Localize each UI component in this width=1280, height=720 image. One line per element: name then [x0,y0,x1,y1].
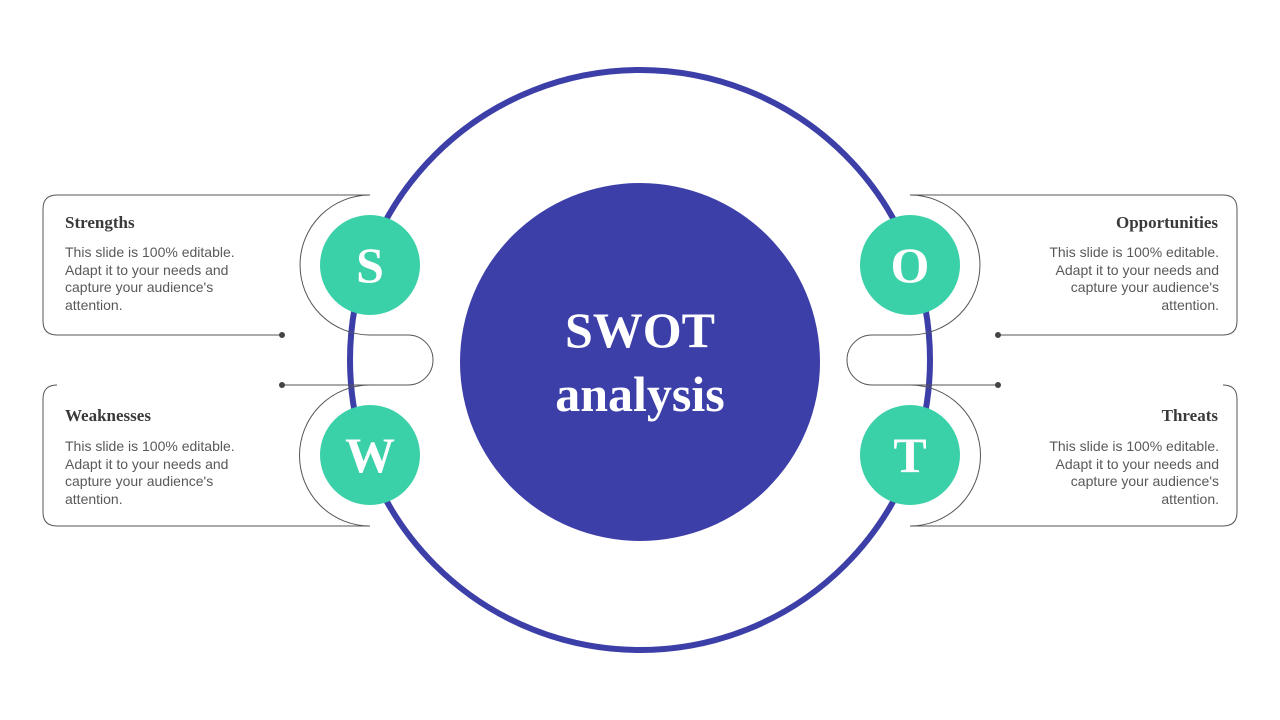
threats-badge-letter: T [893,427,927,483]
center-circle [460,183,820,541]
weaknesses-connector-dot [279,382,285,388]
threats-badge [860,405,960,505]
weaknesses-badge [320,405,420,505]
weaknesses-badge-letter: W [345,427,395,483]
strengths-text: This slide is 100% editable. Adapt it to… [65,244,235,313]
left-card-outline [42,194,434,527]
opportunities-connector-dot [995,332,1001,338]
strengths-title: Strengths [65,213,135,232]
threats-text: This slide is 100% editable. Adapt it to… [1049,438,1219,507]
opportunities-badge [860,215,960,315]
strengths-connector-dot [279,332,285,338]
opportunities-text: This slide is 100% editable. Adapt it to… [1049,244,1219,313]
opportunities-badge-letter: O [890,237,930,293]
right-card-outline [846,194,1238,527]
center-title-line2: analysis [555,366,725,422]
weaknesses-text: This slide is 100% editable. Adapt it to… [65,438,235,507]
strengths-badge-letter: S [356,237,384,293]
opportunities-title: Opportunities [1115,213,1218,232]
strengths-badge [320,215,420,315]
center-title: SWOT analysis [460,183,820,541]
threats-connector-dot [995,382,1001,388]
threats-title: Threats [1161,406,1218,425]
weaknesses-title: Weaknesses [65,406,151,425]
center-title-line1: SWOT [564,302,716,358]
outer-ring [347,67,933,653]
